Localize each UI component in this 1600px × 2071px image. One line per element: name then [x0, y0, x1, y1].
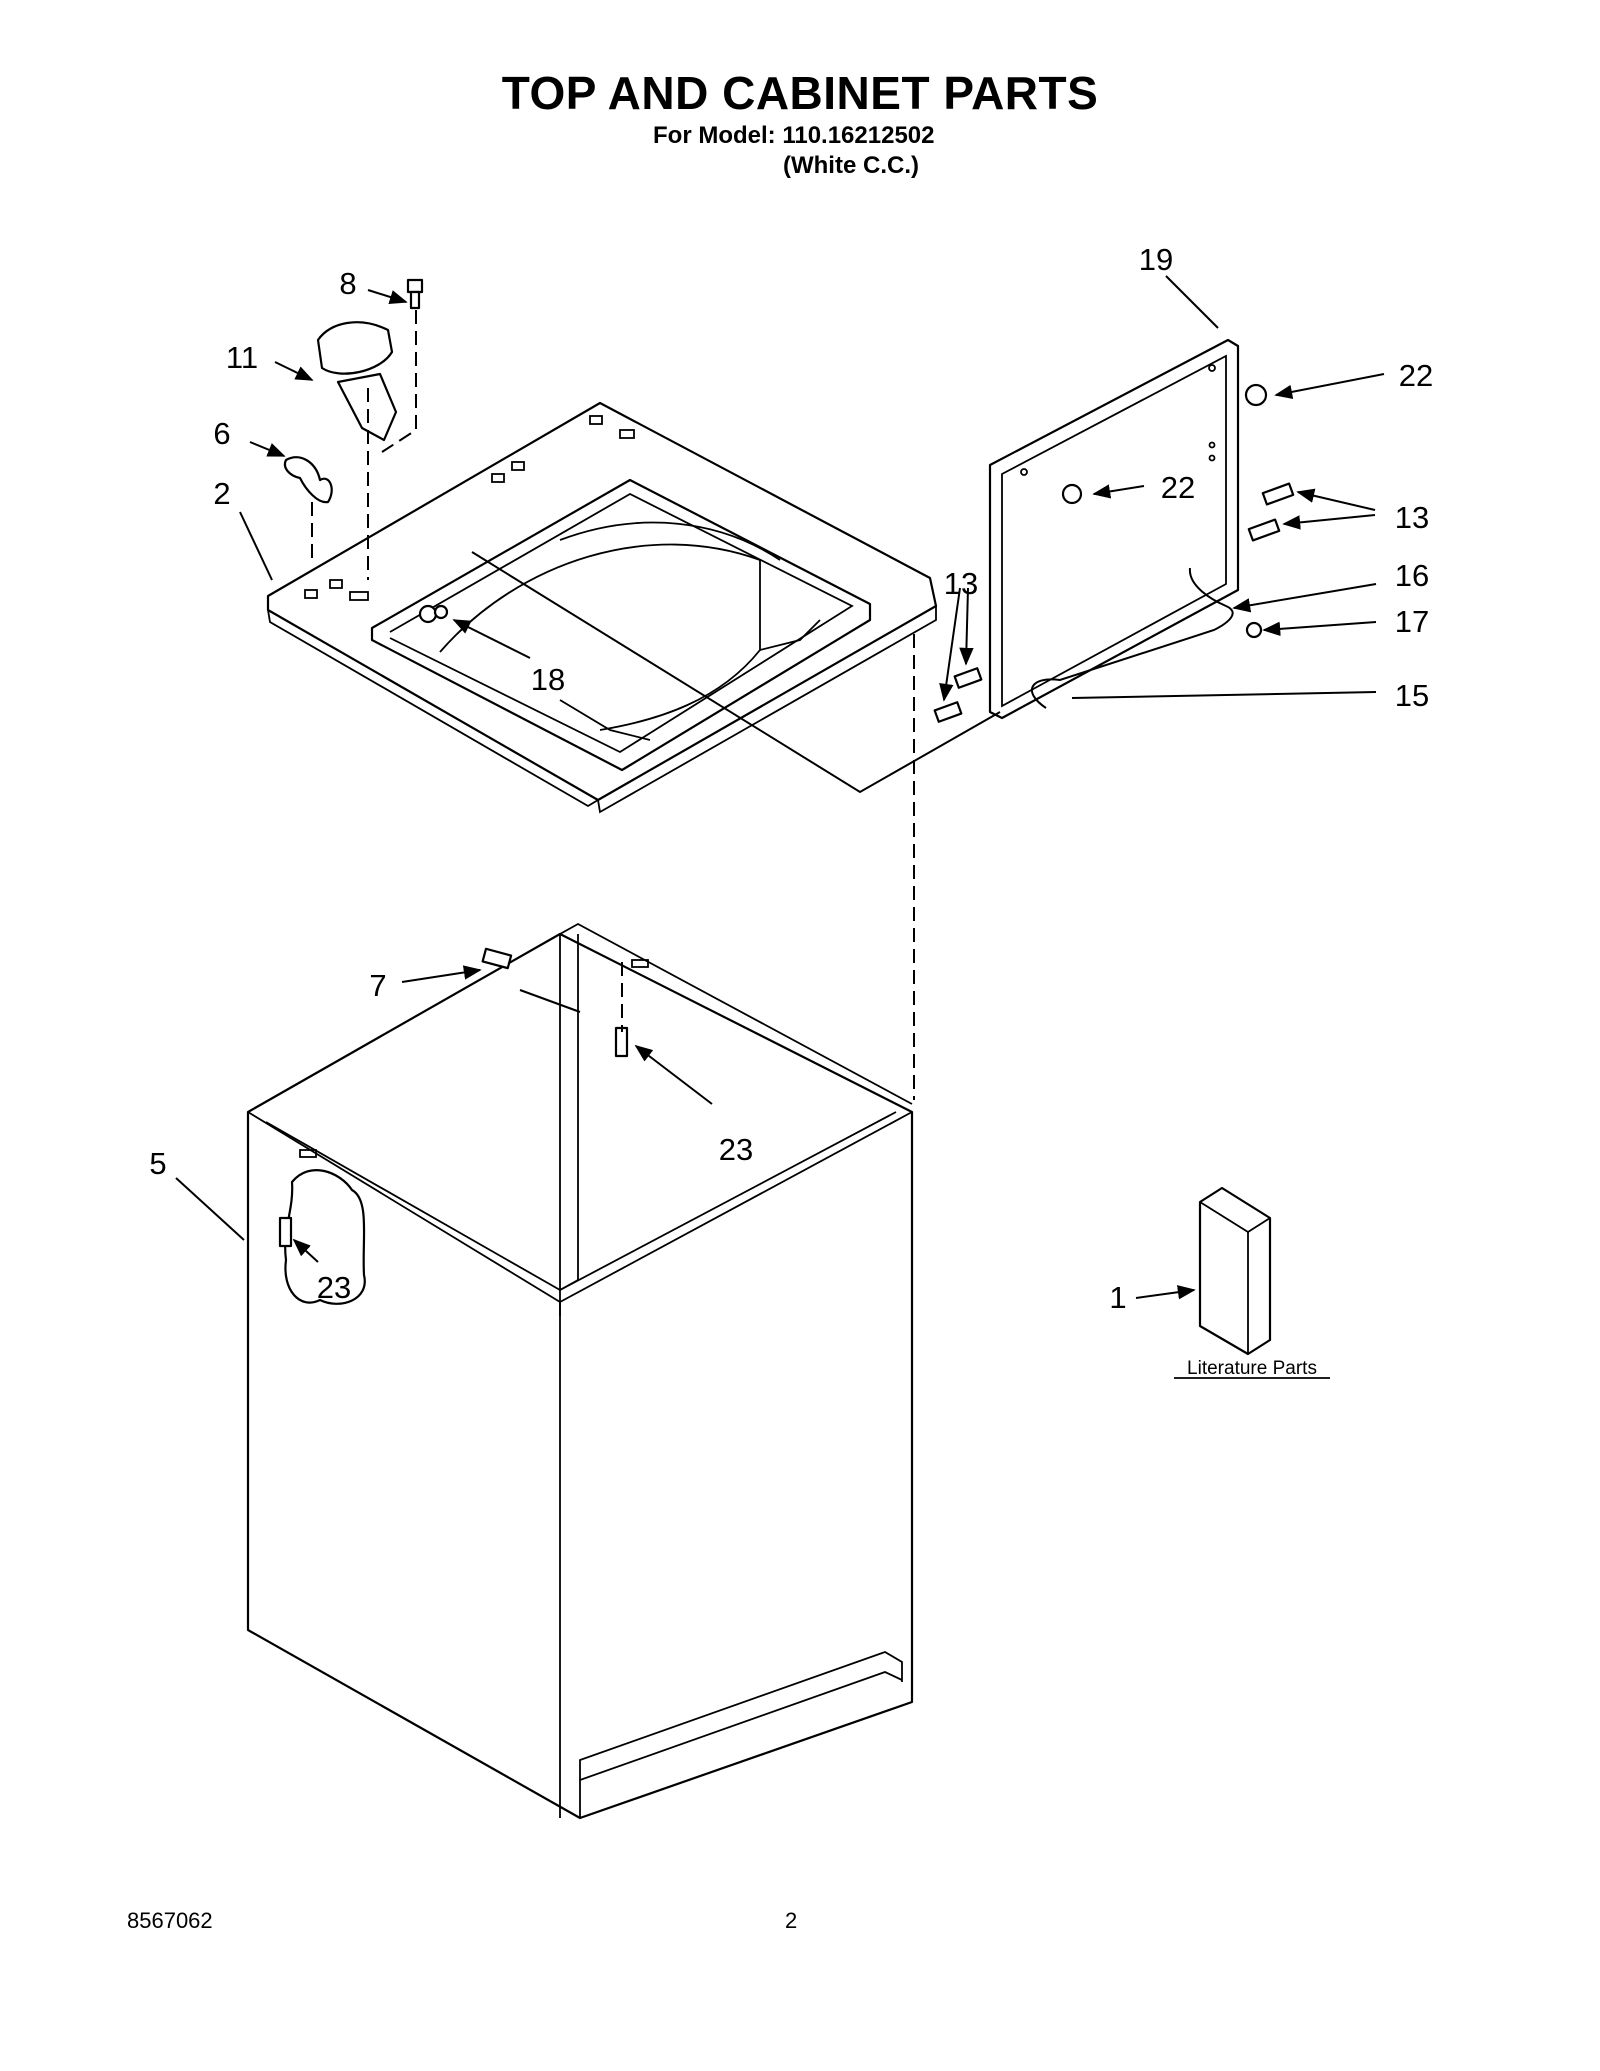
leader-arrows — [175, 275, 1385, 1300]
callout-label: 2 — [213, 476, 230, 511]
callout-label: 23 — [719, 1132, 753, 1167]
model-variant: (White C.C.) — [783, 152, 919, 179]
document-number: 8567062 — [127, 1908, 213, 1933]
page-title: TOP AND CABINET PARTS — [501, 67, 1099, 119]
cabinet — [246, 922, 914, 1820]
callout-label: 7 — [369, 968, 386, 1003]
callout-label: 18 — [531, 662, 565, 697]
callout-label: 1 — [1109, 1280, 1126, 1315]
callout-labels: 8 11 6 2 19 22 22 13 13 16 17 15 18 7 23… — [149, 242, 1433, 1315]
callout-label: 8 — [339, 266, 356, 301]
callout-label: 11 — [226, 340, 258, 375]
model-number: For Model: 110.16212502 — [653, 122, 935, 149]
guide-lines — [311, 310, 1001, 1100]
callout-label: 19 — [1139, 242, 1173, 277]
callout-label: 5 — [149, 1146, 166, 1181]
callout-label: 15 — [1395, 678, 1429, 713]
literature-parts-label: Literature Parts — [1187, 1358, 1317, 1379]
literature-parts-icon — [1198, 1186, 1272, 1356]
callout-label: 22 — [1399, 358, 1433, 393]
washer-top — [266, 401, 938, 814]
back-panel — [988, 338, 1240, 720]
callout-label: 16 — [1395, 558, 1429, 593]
callout-label: 6 — [213, 416, 230, 451]
callout-label: 13 — [944, 566, 978, 601]
callout-label: 22 — [1161, 470, 1195, 505]
callout-label: 23 — [317, 1270, 351, 1305]
callout-label: 13 — [1395, 500, 1429, 535]
small-parts — [278, 278, 1295, 1248]
callout-label: 17 — [1395, 604, 1429, 639]
page-number: 2 — [785, 1908, 798, 1933]
